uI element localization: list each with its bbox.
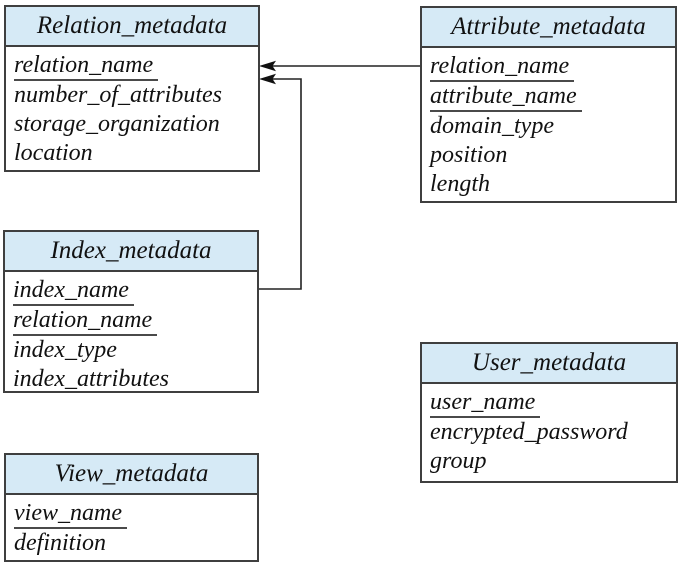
table-attribute-metadata: Attribute_metadata relation_name attribu… [420,6,677,203]
field-storage-organization: storage_organization [14,111,220,137]
table-index-metadata: Index_metadata index_name relation_name … [3,230,259,393]
field-relation-name: relation_name [13,306,253,336]
table-fields: relation_name number_of_attributes stora… [6,47,258,168]
field-relation-name: relation_name [430,52,671,82]
field-index-name: index_name [13,276,253,306]
connector-attribute-to-relation [259,60,420,72]
table-title-attribute-metadata: Attribute_metadata [422,8,675,48]
arrowhead-icon [259,73,276,85]
field-group: group [430,448,487,474]
field-number-of-attributes: number_of_attributes [14,82,222,108]
table-title-view-metadata: View_metadata [6,455,257,495]
table-view-metadata: View_metadata view_name definition [4,453,259,562]
field-relation-name: relation_name [14,51,254,81]
table-fields: relation_name attribute_name domain_type… [422,48,675,199]
field-location: location [14,140,93,166]
table-fields: view_name definition [6,495,257,558]
table-fields: user_name encrypted_password group [422,384,676,476]
field-position: position [430,142,508,168]
table-relation-metadata: Relation_metadata relation_name number_o… [4,5,260,172]
table-user-metadata: User_metadata user_name encrypted_passwo… [420,342,678,483]
field-user-name: user_name [430,388,672,418]
table-title-index-metadata: Index_metadata [5,232,257,272]
field-length: length [430,171,490,197]
field-definition: definition [14,530,106,556]
table-title-relation-metadata: Relation_metadata [6,7,258,47]
field-encrypted-password: encrypted_password [430,419,628,445]
arrowhead-icon [259,60,276,72]
field-index-type: index_type [13,337,117,363]
field-view-name: view_name [14,499,253,529]
field-index-attributes: index_attributes [13,366,169,392]
connector-index-to-relation [258,73,302,290]
field-attribute-name: attribute_name [430,82,671,112]
table-title-user-metadata: User_metadata [422,344,676,384]
table-fields: index_name relation_name index_type inde… [5,272,257,394]
field-domain-type: domain_type [430,113,554,139]
